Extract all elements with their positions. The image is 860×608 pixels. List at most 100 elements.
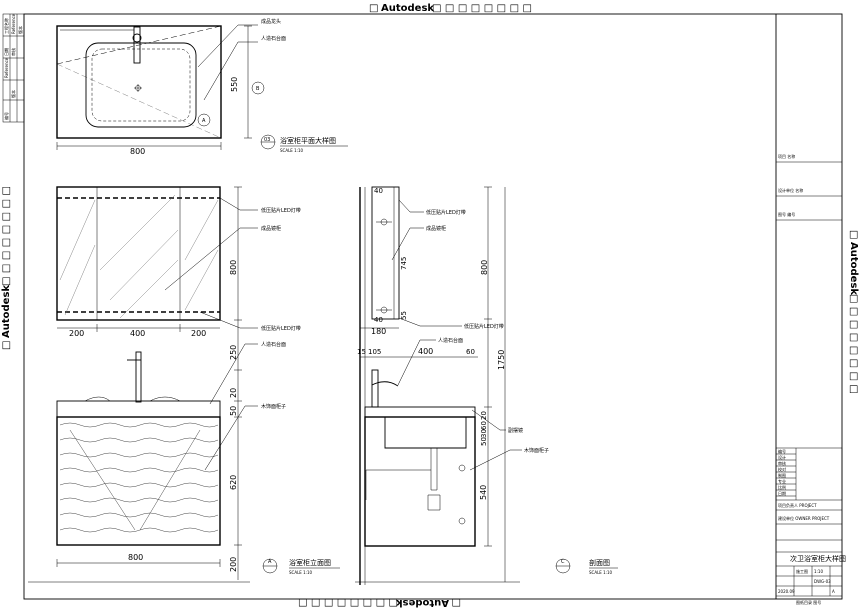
svg-text:审核: 审核 bbox=[778, 460, 786, 466]
svg-text:60: 60 bbox=[466, 348, 475, 356]
wood-grain-pattern bbox=[59, 422, 219, 533]
section-mark-b bbox=[251, 81, 265, 95]
basin-section bbox=[384, 417, 467, 449]
svg-text:人造石台面: 人造石台面 bbox=[261, 341, 286, 348]
svg-text:□ □ □ □ □ □ □ □: □ □ □ □ □ □ □ □ bbox=[298, 597, 398, 608]
svg-text:□: □ bbox=[369, 3, 378, 14]
svg-text:400: 400 bbox=[130, 329, 145, 338]
svg-text:副摆镜: 副摆镜 bbox=[508, 427, 523, 434]
basin-outline bbox=[85, 42, 197, 128]
faucet-elevation bbox=[135, 351, 142, 403]
svg-text:A: A bbox=[268, 559, 272, 565]
svg-text:低压贴片LED灯带: 低压贴片LED灯带 bbox=[261, 325, 301, 332]
section-mark-a bbox=[197, 113, 211, 127]
svg-text:800: 800 bbox=[480, 260, 489, 275]
svg-text:2020.09: 2020.09 bbox=[778, 589, 795, 594]
svg-text:800: 800 bbox=[128, 553, 143, 562]
svg-text:日期: 日期 bbox=[778, 490, 786, 496]
svg-text:40: 40 bbox=[374, 316, 383, 324]
svg-text:540: 540 bbox=[479, 485, 488, 500]
svg-text:50: 50 bbox=[229, 406, 238, 416]
svg-text:20: 20 bbox=[229, 388, 238, 398]
svg-text:550: 550 bbox=[230, 77, 239, 92]
vanity-countertop bbox=[56, 400, 221, 418]
svg-text:木饰面柜子: 木饰面柜子 bbox=[261, 403, 286, 410]
svg-text:□ □ □ □ □ □ □ □: □ □ □ □ □ □ □ □ bbox=[432, 3, 532, 14]
svg-text:成品龙头: 成品龙头 bbox=[261, 18, 281, 25]
plan-title: 浴室柜平面大样图 bbox=[280, 136, 336, 145]
svg-text:Reference: Reference bbox=[4, 57, 9, 78]
section-title: 剖面图 bbox=[589, 558, 610, 567]
title-block: 项目 名称 设计单位 名称 图号 编号 编号 设计 审核 校对 制图 专业 比例… bbox=[775, 153, 846, 605]
svg-text:低压贴片LED灯带: 低压贴片LED灯带 bbox=[261, 207, 301, 214]
svg-text:Autodesk: Autodesk bbox=[1, 285, 12, 338]
faucet-section bbox=[371, 369, 379, 408]
mirror-cabinet bbox=[56, 186, 221, 321]
svg-text:180: 180 bbox=[371, 327, 386, 336]
svg-text:SCALE 1:10: SCALE 1:10 bbox=[289, 570, 313, 575]
watermark-right: □ Autodesk □ □ □ □ □ □ □ □ bbox=[848, 230, 859, 394]
plan-view: 800 550 成品龙头 人造石台面 A B 03 浴室柜平面大样图 SCALE… bbox=[56, 18, 348, 156]
svg-text:版本: 版本 bbox=[10, 90, 16, 98]
svg-text:低压贴片LED灯带: 低压贴片LED灯带 bbox=[426, 209, 466, 216]
svg-text:800: 800 bbox=[130, 147, 145, 156]
svg-text:200: 200 bbox=[229, 557, 238, 572]
svg-text:施工图: 施工图 bbox=[796, 568, 808, 574]
watermark-left: □ Autodesk □ □ □ □ □ □ □ □ bbox=[1, 186, 12, 350]
svg-text:设计: 设计 bbox=[778, 454, 786, 460]
svg-text:比例: 比例 bbox=[778, 484, 786, 490]
vanity-cabinet bbox=[56, 416, 221, 546]
elevation-title: 浴室柜立面图 bbox=[289, 558, 331, 567]
svg-text:A: A bbox=[202, 118, 206, 124]
svg-text:项目负责人 PROJECT: 项目负责人 PROJECT bbox=[778, 502, 817, 508]
svg-text:105: 105 bbox=[368, 348, 381, 356]
svg-text:Reference: Reference bbox=[11, 13, 16, 34]
svg-text:SCALE 1:10: SCALE 1:10 bbox=[589, 570, 613, 575]
svg-text:A: A bbox=[832, 589, 835, 594]
svg-text:B: B bbox=[256, 86, 260, 92]
mirror-cabinet-section bbox=[371, 186, 400, 320]
svg-text:Autodesk: Autodesk bbox=[381, 3, 434, 14]
watermark-bottom: □ Autodesk □ □ □ □ □ □ □ □ bbox=[298, 597, 461, 608]
svg-text:□: □ bbox=[452, 597, 461, 608]
watermark-top: □ Autodesk □ □ □ □ □ □ □ □ bbox=[369, 3, 532, 14]
svg-text:□ □ □ □ □ □ □ □: □ □ □ □ □ □ □ □ bbox=[1, 186, 12, 286]
svg-text:20: 20 bbox=[480, 411, 488, 420]
svg-text:成品镜柜: 成品镜柜 bbox=[426, 225, 446, 232]
vanity-section bbox=[364, 416, 476, 547]
left-revision-strip: 工程名称 Reference 版本 日期 审核 Reference 版本 编号 bbox=[2, 13, 25, 123]
drawing-title: 次卫浴室柜大样图 bbox=[790, 554, 846, 563]
svg-text:人造石台面: 人造石台面 bbox=[261, 35, 286, 42]
svg-text:745: 745 bbox=[400, 257, 408, 270]
svg-text:Autodesk: Autodesk bbox=[848, 242, 859, 295]
svg-text:1:10: 1:10 bbox=[814, 569, 823, 574]
svg-text:专业: 专业 bbox=[778, 478, 786, 484]
countertop-section bbox=[364, 406, 476, 418]
svg-text:03: 03 bbox=[264, 137, 270, 143]
sheet-border bbox=[23, 13, 843, 600]
svg-text:50: 50 bbox=[480, 437, 488, 446]
svg-text:200: 200 bbox=[69, 329, 84, 338]
svg-text:620: 620 bbox=[229, 475, 238, 490]
svg-text:人造石台面: 人造石台面 bbox=[438, 337, 463, 344]
svg-text:Autodesk: Autodesk bbox=[396, 597, 449, 608]
svg-text:40: 40 bbox=[374, 187, 383, 195]
svg-text:□: □ bbox=[1, 341, 12, 350]
svg-text:SCALE 1:10: SCALE 1:10 bbox=[280, 148, 304, 153]
svg-text:审核: 审核 bbox=[10, 48, 16, 56]
svg-text:1750: 1750 bbox=[497, 350, 506, 370]
svg-text:55: 55 bbox=[400, 311, 408, 320]
svg-text:编号: 编号 bbox=[778, 448, 786, 454]
svg-text:制图: 制图 bbox=[778, 472, 786, 478]
svg-text:编号: 编号 bbox=[3, 112, 9, 120]
svg-text:200: 200 bbox=[191, 329, 206, 338]
svg-text:□: □ bbox=[848, 230, 859, 239]
svg-text:项目 名称: 项目 名称 bbox=[778, 153, 795, 159]
svg-text:DWG-03: DWG-03 bbox=[814, 579, 831, 584]
svg-text:C: C bbox=[561, 559, 565, 565]
svg-text:成品镜柜: 成品镜柜 bbox=[261, 225, 281, 232]
section-view: 40 745 55 40 180 15 105 400 60 800 1750 bbox=[355, 186, 618, 585]
svg-text:30: 30 bbox=[480, 429, 488, 438]
svg-text:图号 编号: 图号 编号 bbox=[778, 211, 795, 217]
